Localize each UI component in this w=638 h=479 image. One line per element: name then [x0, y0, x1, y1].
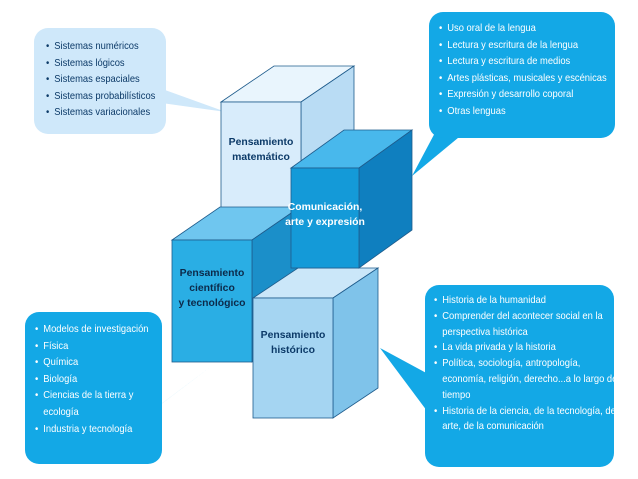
- callout-math-item: Sistemas variacionales: [46, 105, 150, 122]
- callout-hist: Historia de la humanidad Comprender del …: [425, 285, 619, 467]
- callout-comm-item: Otras lenguas: [439, 104, 595, 121]
- cube-math-label-1: Pensamiento: [229, 137, 294, 148]
- callout-sci-item: Ciencias de la tierra y ecología: [35, 388, 170, 421]
- cube-sci-label-2: científico: [189, 283, 235, 294]
- cube-comm-label-1: Comunicación,: [288, 202, 363, 213]
- hist-callout-pointer: [380, 348, 430, 415]
- cube-comm: Comunicación, arte y expresión: [285, 129, 414, 269]
- callout-sci-item: Industria y tecnología: [35, 422, 170, 439]
- cube-hist: Pensamiento histórico: [251, 267, 380, 419]
- callout-sci-item: Física: [35, 339, 170, 356]
- cube-comm-front: [290, 167, 360, 269]
- cube-hist-label-1: Pensamiento: [261, 330, 326, 341]
- callout-sci: Modelos de investigación Física Química …: [25, 312, 162, 464]
- callout-comm-item: Expresión y desarrollo coporal: [439, 87, 595, 104]
- callout-hist-item: La vida privada y la historia: [434, 340, 624, 356]
- callout-comm-item: Lectura y escritura de medios: [439, 54, 595, 71]
- callout-comm-item: Uso oral de la lengua: [439, 21, 595, 38]
- cube-sci-label-1: Pensamiento: [180, 268, 245, 279]
- cube-sci-front: [171, 239, 253, 363]
- cube-sci-label-3: y tecnológico: [179, 298, 246, 309]
- callout-math-item: Sistemas numéricos: [46, 39, 149, 56]
- callout-sci-item: Química: [35, 355, 170, 372]
- callout-hist-item: Historia de la ciencia, de la tecnología…: [434, 404, 624, 436]
- cube-math-label-2: matemático: [232, 152, 290, 163]
- callout-hist-item: Historia de la humanidad: [434, 293, 624, 309]
- callout-hist-item: Política, sociología, antropología, econ…: [434, 356, 624, 403]
- callout-sci-item: Biología: [35, 372, 170, 389]
- cube-comm-label-2: arte y expresión: [285, 217, 365, 228]
- cube-hist-front: [252, 297, 334, 419]
- callout-math-item: Sistemas lógicos: [46, 56, 149, 73]
- callout-comm-item: Lectura y escritura de la lengua: [439, 38, 595, 55]
- callout-sci-item: Modelos de investigación: [35, 322, 170, 339]
- callout-math: Sistemas numéricos Sistemas lógicos Sist…: [34, 28, 166, 134]
- cube-math-front: [220, 101, 302, 219]
- cube-hist-label-2: histórico: [271, 345, 315, 356]
- callout-math-item: Sistemas probabilísticos: [46, 89, 155, 106]
- callout-comm: Uso oral de la lengua Lectura y escritur…: [429, 12, 615, 138]
- callout-math-item: Sistemas espaciales: [46, 72, 149, 89]
- callout-comm-item: Artes plásticas, musicales y escénicas: [439, 71, 607, 88]
- callout-hist-item: Comprender del acontecer social en la pe…: [434, 309, 624, 341]
